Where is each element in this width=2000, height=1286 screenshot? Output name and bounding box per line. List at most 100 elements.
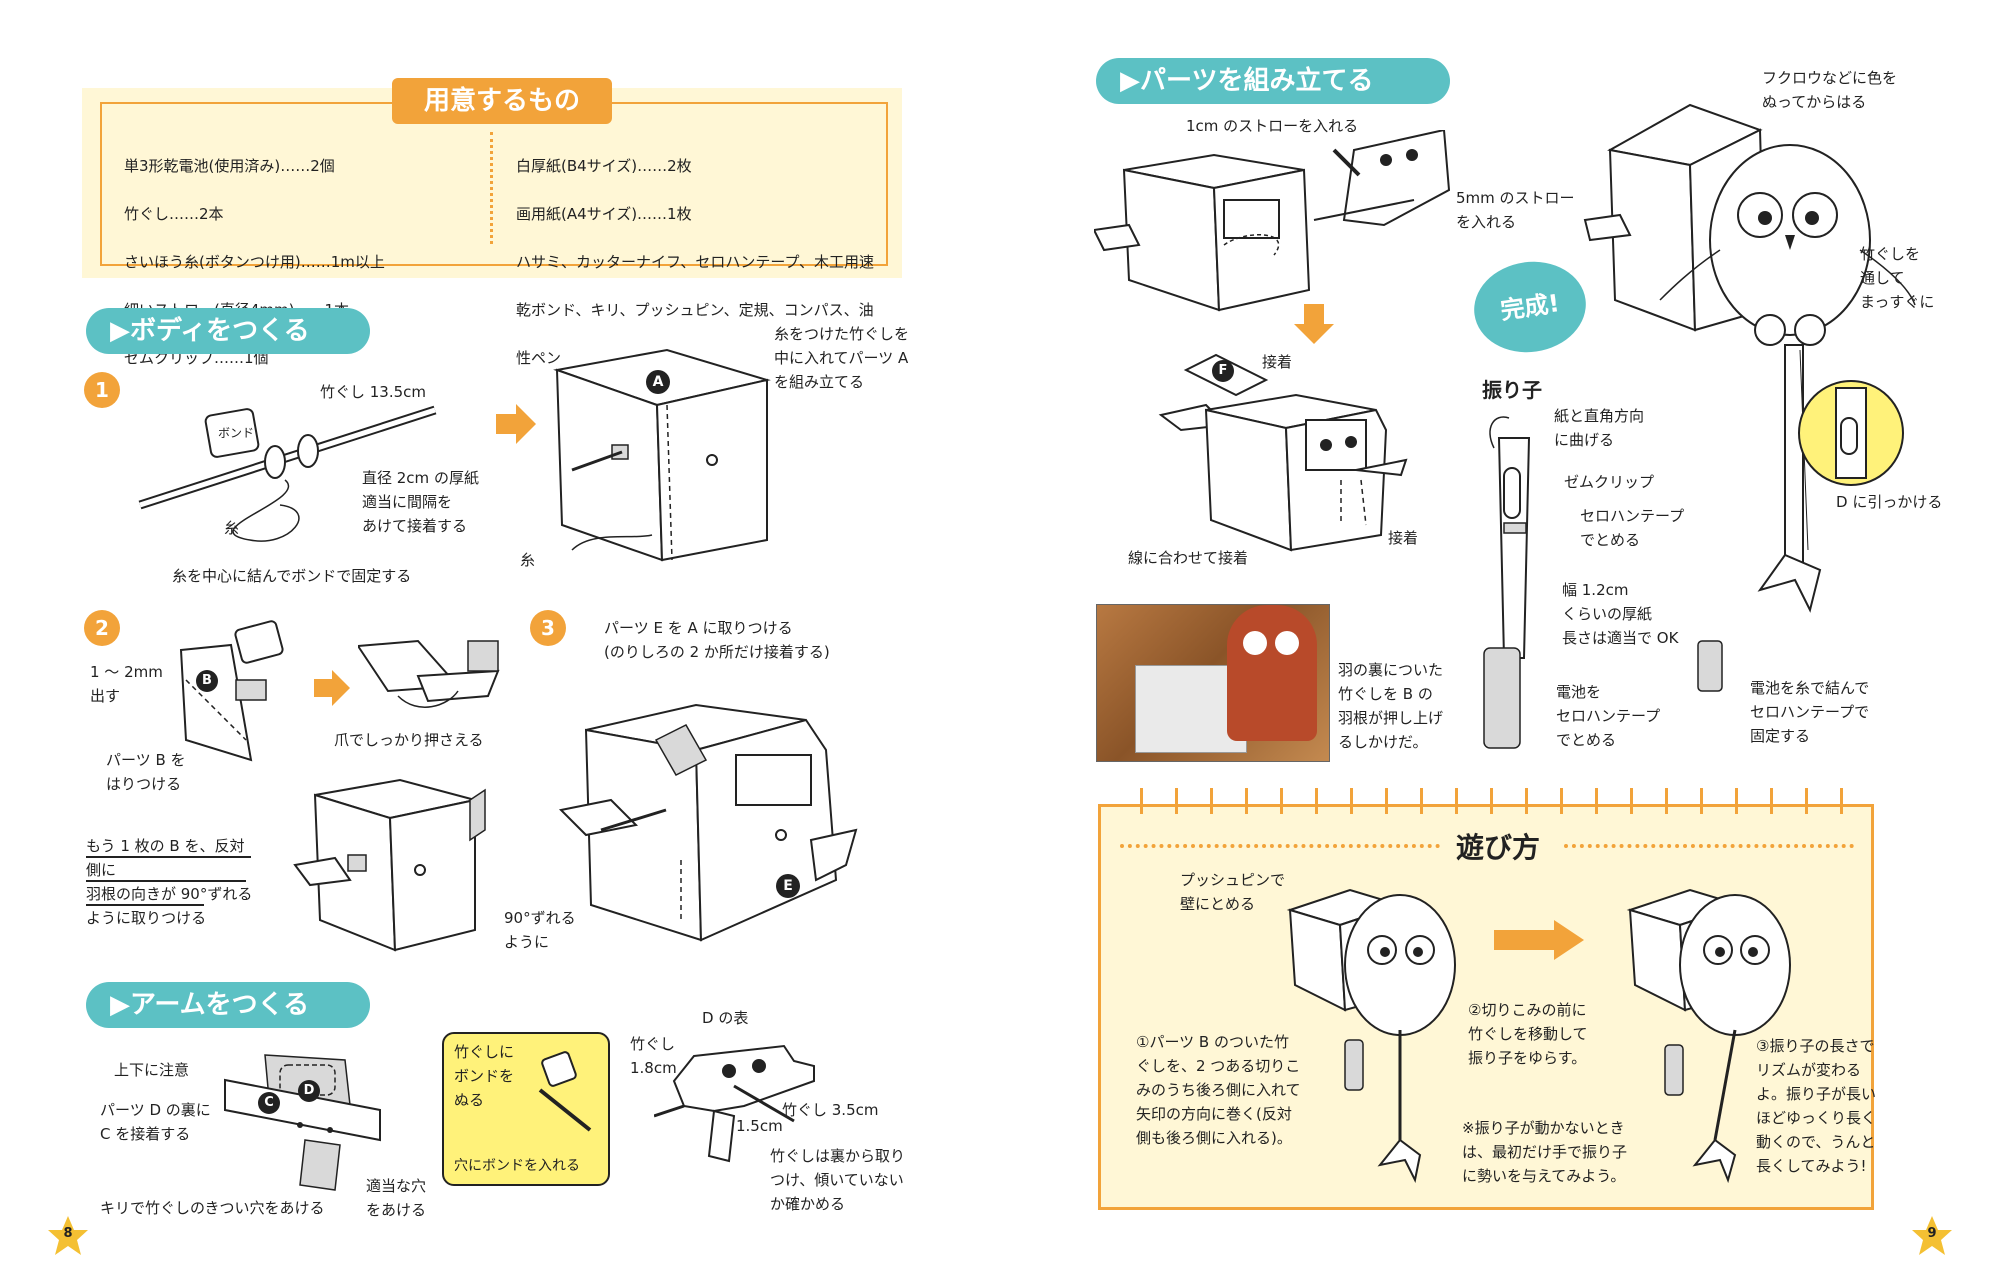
photo-owl-eye bbox=[1275, 631, 1299, 655]
play-title: 遊び方 bbox=[1456, 831, 1541, 864]
tg35-label: 竹ぐし 3.5cm bbox=[782, 1101, 879, 1119]
photo-caption: 羽の裏についた 竹ぐしを B の 羽根が押し上げ るしかけだ。 bbox=[1338, 661, 1444, 751]
material-item: 乾ボンド、キリ、プッシュピン、定規、コンパス、油 bbox=[516, 301, 874, 319]
takegushi-length-label: 竹ぐし 13.5cm bbox=[320, 383, 427, 401]
play-step2: ②切りこみの前に 竹ぐしを移動して 振り子をゆらす。 bbox=[1468, 1001, 1588, 1067]
straw1-label: 1cm のストローを入れる bbox=[1186, 117, 1359, 135]
kansei-badge: 完成! bbox=[1468, 254, 1592, 360]
clip-label: ゼムクリップ bbox=[1564, 473, 1655, 491]
box-A-illustration bbox=[553, 348, 771, 562]
battery-label: 電池を セロハンテープ でとめる bbox=[1556, 683, 1661, 749]
battery-icon bbox=[1697, 640, 1723, 692]
section-title-body: ▶ボディをつくる bbox=[86, 308, 370, 354]
hole-label: 適当な穴 をあける bbox=[366, 1177, 427, 1219]
setchaku-label-2: 接着 bbox=[1388, 529, 1419, 547]
dasu-label: 1 ～ 2mm 出す bbox=[90, 663, 163, 705]
material-item: ハサミ、カッターナイフ、セロハンテープ、木工用速 bbox=[516, 253, 875, 271]
play-owl-illustration-1 bbox=[1286, 888, 1456, 1184]
play-step1: ①パーツ B のついた竹 ぐしを、2 つある切りこ みのうち後ろ側に入れて 矢印… bbox=[1136, 1033, 1301, 1147]
play-note: ※振り子が動かないとき は、最初だけ手で振り子 に勢いを与えてみよう。 bbox=[1462, 1119, 1628, 1185]
part-E-label: パーツ E を A に取りつける (のりしろの 2 か所だけ接着する) bbox=[604, 619, 830, 661]
play-owl-illustration-2 bbox=[1626, 888, 1791, 1184]
material-item: 画用紙(A4サイズ)……1枚 bbox=[516, 205, 692, 223]
arm-front-illustration bbox=[654, 1044, 815, 1163]
label-C-circle: C bbox=[258, 1092, 280, 1114]
play-title-dots-left bbox=[1120, 844, 1440, 848]
underline-decor bbox=[86, 904, 204, 906]
tg18-label: 竹ぐし 1.8cm bbox=[630, 1035, 677, 1077]
bond-label: ボンド bbox=[218, 426, 255, 440]
box-with-wings-illustration bbox=[293, 778, 486, 952]
furiko-title: 振り子 bbox=[1482, 378, 1542, 402]
materials-divider bbox=[490, 132, 493, 244]
bond-tip-text-2: 穴にボンドを入れる bbox=[454, 1158, 580, 1174]
arrow-icon bbox=[1494, 920, 1584, 960]
cm15-label: 1.5cm bbox=[736, 1117, 783, 1135]
battery2-label: 電池を糸で結んで セロハンテープで 固定する bbox=[1750, 679, 1870, 745]
another-B-label: もう 1 枚の B を、反対側に 羽根の向きが 90°ずれる ように取りつける bbox=[86, 837, 253, 927]
pendulum-strip-illustration bbox=[1483, 416, 1531, 749]
kiri-label: キリで竹ぐしのきつい穴をあける bbox=[100, 1199, 325, 1217]
check-label: 竹ぐしは裏から取り つけ、傾いていない か確かめる bbox=[770, 1147, 906, 1213]
play-title-dots-right bbox=[1564, 844, 1854, 848]
deg90-label: 90°ずれる ように bbox=[504, 909, 576, 951]
arrow-down-icon bbox=[1294, 304, 1334, 344]
material-item: さいほう糸(ボタンつけ用)……1m以上 bbox=[124, 253, 385, 271]
label-B: B bbox=[202, 673, 212, 688]
tg-through-label: 竹ぐしを 通して まっすぐに bbox=[1860, 245, 1935, 311]
sen-label: 線に合わせて接着 bbox=[1128, 549, 1249, 567]
ito-label-2: 糸 bbox=[520, 551, 536, 569]
play-step3: ③振り子の長さで リズムが変わる よ。振り子が長い ほどゆっくり長く 動くので、… bbox=[1756, 1037, 1877, 1175]
step-number-1: 1 bbox=[84, 372, 120, 408]
ito-label: 糸 bbox=[224, 519, 240, 537]
photo-owl bbox=[1227, 605, 1317, 741]
finished-owl-illustration bbox=[1583, 103, 1916, 613]
label-C: C bbox=[264, 1095, 274, 1110]
box-E-illustration bbox=[558, 703, 858, 942]
section-title-parts: ▶パーツを組み立てる bbox=[1096, 58, 1450, 104]
hook-zoom-illustration bbox=[1798, 380, 1904, 486]
page-star-icon bbox=[1912, 1216, 1952, 1255]
material-item: 性ペン bbox=[516, 349, 562, 367]
ito-tie-label: 糸を中心に結んでボンドで固定する bbox=[172, 567, 412, 585]
pushpin-label: プッシュピンで 壁にとめる bbox=[1180, 871, 1286, 913]
ue-label: 上下に注意 bbox=[114, 1061, 190, 1079]
width-label: 幅 1.2cm くらいの厚紙 長さは適当で OK bbox=[1562, 581, 1679, 647]
photo-owl-eye bbox=[1243, 631, 1267, 655]
example-photo bbox=[1096, 604, 1330, 762]
play-rings bbox=[1130, 788, 1850, 818]
assemble-label: 糸をつけた竹ぐしを 中に入れてパーツ A を組み立てる bbox=[774, 325, 910, 391]
tsume-label: 爪でしっかり押さえる bbox=[334, 731, 484, 749]
label-D: D bbox=[303, 1083, 315, 1098]
fold-illustration bbox=[358, 639, 500, 708]
owl-color-label: フクロウなどに色を ぬってからはる bbox=[1762, 69, 1898, 111]
materials-left-list: 単3形乾電池(使用済み)……2個 竹ぐし……2本 さいほう糸(ボタンつけ用)……… bbox=[124, 130, 504, 394]
disc-label: 直径 2cm の厚紙 適当に間隔を あけて接着する bbox=[362, 469, 479, 535]
page-number-left: 8 bbox=[63, 1226, 73, 1241]
kansei-text: 完成! bbox=[1498, 289, 1562, 325]
parts-assembly-illustration-2 bbox=[1158, 353, 1408, 552]
label-E-circle: E bbox=[776, 874, 800, 898]
material-item: 白厚紙(B4サイズ)……2枚 bbox=[516, 157, 692, 175]
tape-label: セロハンテープ でとめる bbox=[1580, 507, 1685, 549]
part-D-label: パーツ D の裏に C を接着する bbox=[100, 1101, 211, 1143]
label-F-circle: F bbox=[1212, 360, 1234, 382]
part-B-label: パーツ B を はりつける bbox=[106, 751, 186, 793]
d-hook-label: D に引っかける bbox=[1836, 493, 1943, 511]
material-item: 竹ぐし……2本 bbox=[124, 205, 224, 223]
page-number-right: 9 bbox=[1927, 1226, 1937, 1241]
materials-title: 用意するもの bbox=[392, 78, 612, 124]
bond-tip-text-1: 竹ぐしに ボンドを ぬる bbox=[454, 1043, 515, 1109]
ring-decor bbox=[1130, 788, 1850, 814]
label-F: F bbox=[1218, 363, 1228, 378]
materials-right-list: 白厚紙(B4サイズ)……2枚 画用紙(A4サイズ)……1枚 ハサミ、カッターナイ… bbox=[516, 130, 886, 394]
straw5-label: 5mm のストロー を入れる bbox=[1456, 189, 1575, 231]
setchaku-label-1: 接着 bbox=[1262, 353, 1293, 371]
label-B-circle: B bbox=[196, 670, 218, 692]
bond-tip-box bbox=[442, 1032, 610, 1186]
bend-label: 紙と直角方向 に曲げる bbox=[1554, 407, 1645, 449]
parts-assembly-illustration-1 bbox=[1094, 130, 1451, 312]
step-number-2: 2 bbox=[84, 610, 120, 646]
underline-decor bbox=[86, 880, 246, 882]
part-B-illustration bbox=[179, 620, 284, 762]
